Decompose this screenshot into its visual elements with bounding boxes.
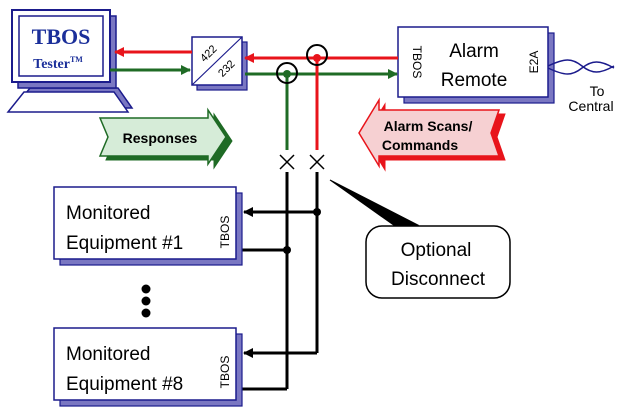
converter-diagonal [191, 36, 243, 86]
monitored-equipment-8: Monitored Equipment #8 TBOS [53, 327, 243, 407]
red-junction-dot [313, 54, 321, 62]
tbos-tester: TBOS TesterTM [6, 9, 134, 113]
callout-line1: Optional [401, 240, 472, 261]
callout-line2: Disconnect [391, 269, 486, 290]
responses-arrow: Responses [98, 107, 233, 170]
to-central-line2: Central [568, 98, 613, 114]
tester-screen [18, 15, 104, 77]
equipment-1-box [53, 186, 237, 260]
equipment-8-line1: Monitored [66, 344, 151, 365]
alarm-remote-port-left: TBOS [410, 46, 424, 79]
tester-base [6, 91, 130, 113]
equipment-1-line1: Monitored [66, 203, 151, 224]
alarm-remote-line1: Alarm [449, 41, 499, 62]
commands-label-line1: Alarm Scans/ [384, 118, 473, 134]
equipment-8-line2: Equipment #8 [66, 374, 183, 395]
converter-422-232: 422 232 [191, 36, 248, 91]
callout-box [365, 225, 511, 299]
more-equipment-ellipsis [141, 284, 151, 318]
tester-subtitle: TesterTM [33, 55, 83, 72]
responses-arrow-body [98, 107, 227, 167]
twisted-pair-wire-b [547, 61, 615, 75]
red-junction-ring [306, 44, 328, 66]
equipment-8-box [53, 327, 237, 401]
alarm-remote: TBOS Alarm Remote E2A [397, 26, 555, 104]
alarm-remote-line2: Remote [441, 70, 508, 91]
equipment-1-line2: Equipment #1 [66, 233, 183, 254]
green-junction-dot [283, 70, 291, 78]
disconnect-x-left [279, 154, 295, 170]
monitored-equipment-1: Monitored Equipment #1 TBOS [53, 186, 243, 266]
optional-disconnect-callout: Optional Disconnect [329, 179, 511, 299]
responses-label: Responses [123, 130, 198, 146]
equipment-1-port: TBOS [218, 216, 232, 249]
to-central-twisted-pair [547, 59, 615, 75]
commands-arrow: Alarm Scans/ Commands [358, 97, 506, 172]
equipment-8-port: TBOS [218, 356, 232, 389]
twisted-pair-wire-a [547, 59, 615, 73]
to-central-line1: To [590, 83, 605, 99]
callout-pointer [329, 179, 420, 232]
disconnect-x-right [309, 154, 325, 170]
tester-title: TBOS [32, 24, 91, 49]
commands-arrow-body [358, 97, 501, 169]
alarm-remote-port-right: E2A [527, 51, 541, 74]
alarm-remote-box [397, 26, 549, 98]
commands-label-line2: Commands [382, 137, 458, 153]
green-junction-ring [276, 62, 298, 84]
